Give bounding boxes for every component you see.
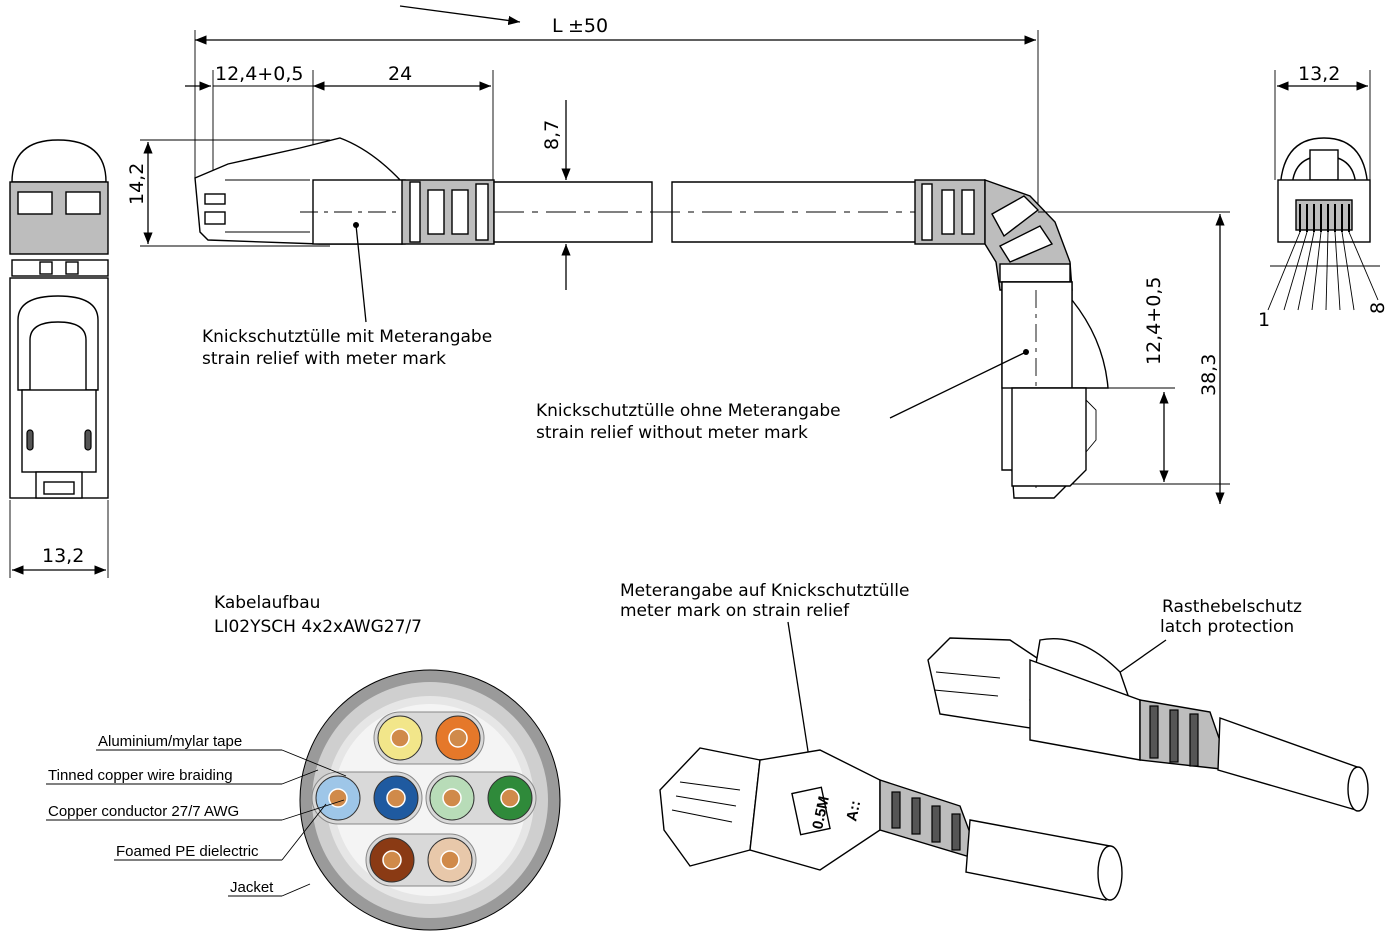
boot-mark-en: strain relief with meter mark — [202, 349, 446, 369]
meter-mark-de: Meterangabe auf Knickschutztülle — [620, 581, 909, 601]
cable-legend: Aluminium/mylar tape Tinned copper wire … — [46, 733, 347, 897]
angled-plug-length-label: 12,4+0,5 — [1143, 277, 1165, 365]
angle-height-label: 38,3 — [1198, 354, 1220, 396]
pin-first-label: 1 — [1258, 309, 1270, 331]
angled-plug — [889, 179, 1109, 499]
cable-diameter-dimension: 8,7 — [541, 100, 571, 290]
cable-spec: LI02YSCH 4x2xAWG27/7 — [214, 617, 422, 637]
length-tolerance: ±50 — [568, 15, 608, 37]
cable-diameter-label: 8,7 — [541, 120, 563, 150]
angled-plug-dimensions: 12,4+0,5 38,3 — [1038, 211, 1230, 504]
cable-cross-section: Kabelaufbau LI02YSCH 4x2xAWG27/7 — [214, 593, 561, 931]
latch-en: latch protection — [1160, 617, 1294, 637]
plug-front-view: 13,2 1 8 — [1258, 63, 1389, 331]
pin-last-label: 8 — [1367, 302, 1389, 314]
boot-length-label: 24 — [388, 63, 412, 85]
copper-core — [382, 850, 402, 870]
legend-jacket: Jacket — [230, 879, 274, 896]
legend-conductor: Copper conductor 27/7 AWG — [48, 803, 239, 820]
copper-core — [442, 788, 462, 808]
plug-perspective-meter-mark: Meterangabe auf Knickschutztülle meter m… — [620, 581, 1123, 901]
legend-dielectric: Foamed PE dielectric — [116, 843, 259, 860]
meter-mark-label: 0.5M — [809, 795, 833, 831]
copper-core — [500, 788, 520, 808]
legend-braiding: Tinned copper wire braiding — [48, 767, 233, 784]
plug-perspective-latch: Rasthebelschutz latch protection — [927, 597, 1369, 812]
meter-mark-en: meter mark on strain relief — [620, 601, 850, 621]
copper-core — [328, 788, 348, 808]
height-label: 14,2 — [126, 163, 148, 205]
left-plug-dimensions: 12,4+0,5 24 — [185, 63, 494, 180]
plug-side-view-left: 13,2 — [9, 139, 109, 578]
boot-nomark-en: strain relief without meter mark — [536, 423, 808, 443]
straight-plug — [194, 137, 1030, 323]
a-mark-label: A:: — [843, 799, 864, 823]
copper-core — [390, 728, 410, 748]
width-right-label: 13,2 — [1298, 63, 1340, 85]
length-label: L — [552, 15, 563, 37]
plug-length-label: 12,4+0,5 — [215, 63, 303, 85]
cable-title: Kabelaufbau — [214, 593, 320, 613]
boot-nomark-de: Knickschutztülle ohne Meterangabe — [536, 401, 841, 421]
legend-aluminium: Aluminium/mylar tape — [98, 733, 242, 750]
width-left-label: 13,2 — [42, 545, 84, 567]
conductor-pairs — [315, 715, 533, 883]
latch-de: Rasthebelschutz — [1162, 597, 1302, 617]
copper-core — [440, 850, 460, 870]
length-dimension: L ±50 — [194, 5, 1039, 210]
copper-core — [448, 728, 468, 748]
copper-core — [386, 788, 406, 808]
boot-mark-de: Knickschutztülle mit Meterangabe — [202, 327, 492, 347]
height-dimension: 14,2 — [126, 139, 330, 247]
